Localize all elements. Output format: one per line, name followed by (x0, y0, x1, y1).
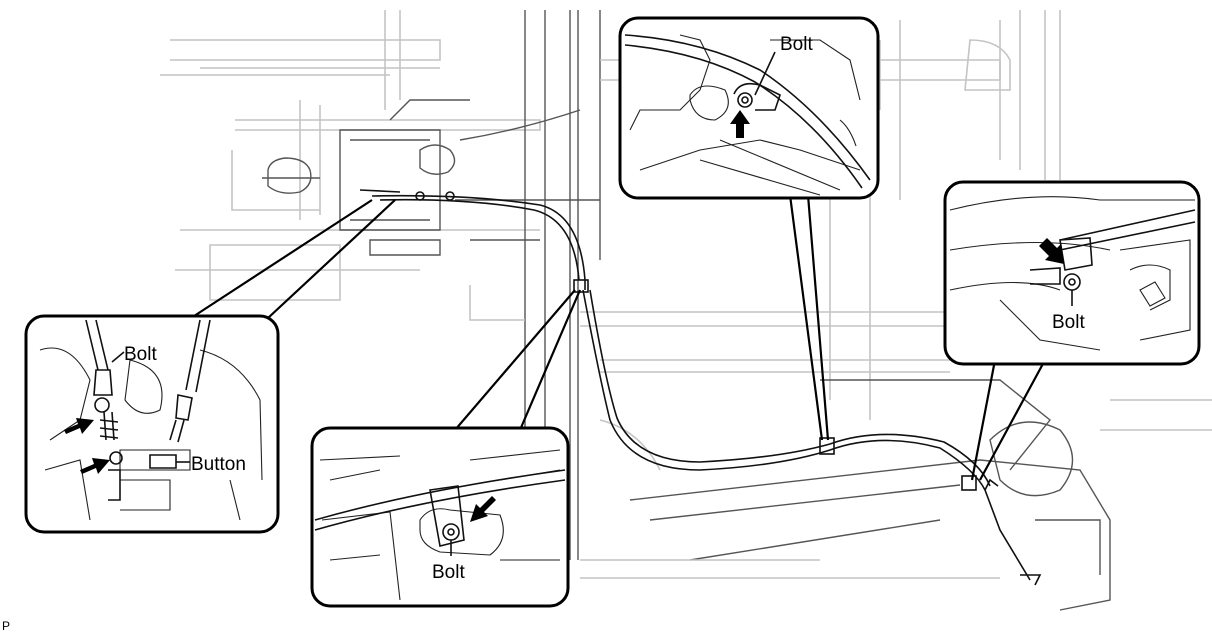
callout-center-clamp: Bolt (310, 426, 570, 608)
arrow-icon (1039, 238, 1064, 264)
rear-clamp-bolt-label: Bolt (1052, 312, 1085, 333)
callout-leaders (187, 194, 1046, 481)
arrow-icon (470, 496, 496, 522)
center-clamp-bolt-label: Bolt (432, 562, 465, 583)
cable-clamp-rear (961, 475, 977, 491)
arrow-icon (80, 458, 110, 474)
vehicle-frame-background (160, 10, 1212, 611)
cable-clamp-center (573, 279, 589, 293)
parking-brake-button-label: Button (191, 454, 246, 475)
upper-clamp-bolt-label: Bolt (780, 34, 813, 55)
parking-brake-bolt-label: Bolt (124, 344, 157, 365)
callout-parking-brake: Bolt Button (24, 314, 280, 534)
arrow-icon (730, 110, 750, 138)
callout-upper-clamp: Bolt (618, 16, 880, 200)
arrow-icon (64, 418, 94, 434)
callout-rear-clamp: Bolt (943, 180, 1201, 366)
figure-tag: P (2, 619, 10, 633)
